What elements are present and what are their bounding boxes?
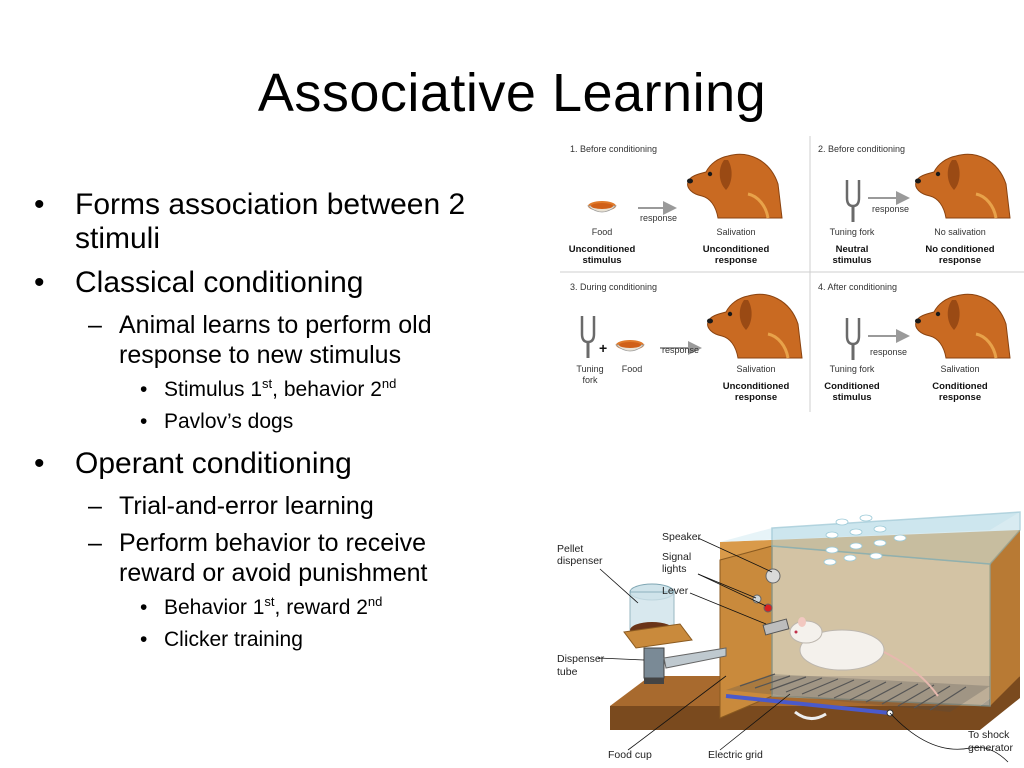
stimulus-label: Tuning fork xyxy=(830,364,875,374)
stimulus-term-1: Neutral xyxy=(836,244,869,255)
subsubbullet-behavior-reward: Behavior 1st, reward 2nd xyxy=(32,595,502,621)
panel-2: 2. Before conditioning response Tuning f… xyxy=(818,144,1012,266)
panel-header: 1. Before conditioning xyxy=(570,144,657,154)
response-label: Salivation xyxy=(736,364,775,374)
dispenser-tube-label-1: Dispenser xyxy=(557,653,605,665)
subsubbullet-pavlov: Pavlov’s dogs xyxy=(32,409,502,435)
lever-label: Lever xyxy=(662,585,689,597)
response-term-2: response xyxy=(715,255,757,266)
shock-generator-label-2: generator xyxy=(968,742,1013,754)
dog-icon xyxy=(913,292,1012,360)
stimulus-term-2: stimulus xyxy=(582,255,621,266)
subbullet-old-response: Animal learns to perform old response to… xyxy=(32,310,502,370)
slide-title: Associative Learning xyxy=(257,63,767,123)
dog-icon xyxy=(913,152,1012,220)
shock-generator-label-1: To shock xyxy=(968,729,1010,741)
panel-4: 4. After conditioning response Tuning fo… xyxy=(818,282,1012,403)
stimulus-label: Tuning fork xyxy=(830,227,875,237)
stimulus-label-food: Food xyxy=(622,364,643,374)
response-term-1: Conditioned xyxy=(932,381,988,392)
food-bowl-icon xyxy=(587,200,617,213)
stimulus-label-1: Tuning xyxy=(576,364,603,374)
text-part: , behavior 2 xyxy=(272,378,382,401)
speaker-icon xyxy=(765,568,781,584)
tuning-fork-icon xyxy=(845,178,861,224)
food-bowl-icon xyxy=(615,339,645,352)
panel-3: 3. During conditioning + response Tuning… xyxy=(570,282,804,403)
pellet-dispenser-label-1: Pellet xyxy=(557,543,583,555)
stimulus-label-2: fork xyxy=(582,375,598,385)
dog-icon xyxy=(685,152,784,220)
superscript: st xyxy=(262,376,273,391)
subbullet-trial-error: Trial-and-error learning xyxy=(32,491,502,521)
bullet-classical-conditioning: Classical conditioning xyxy=(32,266,502,300)
response-term-2: response xyxy=(735,392,777,403)
pellet-dispenser xyxy=(623,583,727,684)
dispenser-tube-label-2: tube xyxy=(557,666,578,678)
arrow-label: response xyxy=(872,204,909,214)
dog-icon xyxy=(705,292,804,360)
rat-icon xyxy=(789,617,939,697)
response-term-1: Unconditioned xyxy=(723,381,790,392)
response-term-2: response xyxy=(939,255,981,266)
tuning-fork-icon xyxy=(845,316,861,362)
pellet-dispenser-label-2: dispenser xyxy=(557,555,603,567)
superscript: st xyxy=(264,594,275,609)
response-label: No salivation xyxy=(934,227,986,237)
arrow-label: response xyxy=(662,345,699,355)
subsubbullet-clicker: Clicker training xyxy=(32,627,502,653)
stimulus-term-2: stimulus xyxy=(832,392,871,403)
lever-icon xyxy=(762,618,790,636)
box-base xyxy=(610,676,1020,730)
food-cup-label: Food cup xyxy=(608,749,652,761)
panel-1: 1. Before conditioning response Food Sal… xyxy=(569,144,784,266)
text-part: , reward 2 xyxy=(274,596,368,619)
superscript: nd xyxy=(381,376,397,391)
arrow-label: response xyxy=(640,213,677,223)
stimulus-term-2: stimulus xyxy=(832,255,871,266)
arrow-label: response xyxy=(870,347,907,357)
skinner-box-figure: Speaker Signal lights Lever Pellet dispe… xyxy=(557,511,1021,763)
panel-header: 2. Before conditioning xyxy=(818,144,905,154)
bullet-list: Forms association between 2 stimuli Clas… xyxy=(32,188,502,659)
response-label: Salivation xyxy=(716,227,755,237)
panel-header: 3. During conditioning xyxy=(570,282,657,292)
superscript: nd xyxy=(367,594,383,609)
bullet-forms-association: Forms association between 2 stimuli xyxy=(32,188,502,256)
text-part: Behavior 1 xyxy=(164,596,265,619)
stimulus-term-1: Conditioned xyxy=(824,381,880,392)
electric-grid xyxy=(725,673,990,717)
signal-lights-label-1: Signal xyxy=(662,551,691,563)
response-term-1: No conditioned xyxy=(925,244,994,255)
pavlov-conditioning-figure: 1. Before conditioning response Food Sal… xyxy=(560,136,1024,412)
stimulus-term-1: Unconditioned xyxy=(569,244,636,255)
response-label: Salivation xyxy=(940,364,979,374)
tuning-fork-icon xyxy=(580,314,596,360)
response-term-2: response xyxy=(939,392,981,403)
signal-lights-label-2: lights xyxy=(662,563,687,575)
bullet-operant-conditioning: Operant conditioning xyxy=(32,447,502,481)
speaker-label: Speaker xyxy=(662,531,702,543)
electric-grid-label: Electric grid xyxy=(708,749,763,761)
text-part: Stimulus 1 xyxy=(164,378,263,401)
stimulus-label: Food xyxy=(592,227,613,237)
response-term-1: Unconditioned xyxy=(703,244,770,255)
panel-header: 4. After conditioning xyxy=(818,282,897,292)
subsubbullet-stimulus-behavior: Stimulus 1st, behavior 2nd xyxy=(32,377,502,403)
plus-icon: + xyxy=(599,340,607,356)
subbullet-reward-punishment: Perform behavior to receive reward or av… xyxy=(32,528,502,588)
